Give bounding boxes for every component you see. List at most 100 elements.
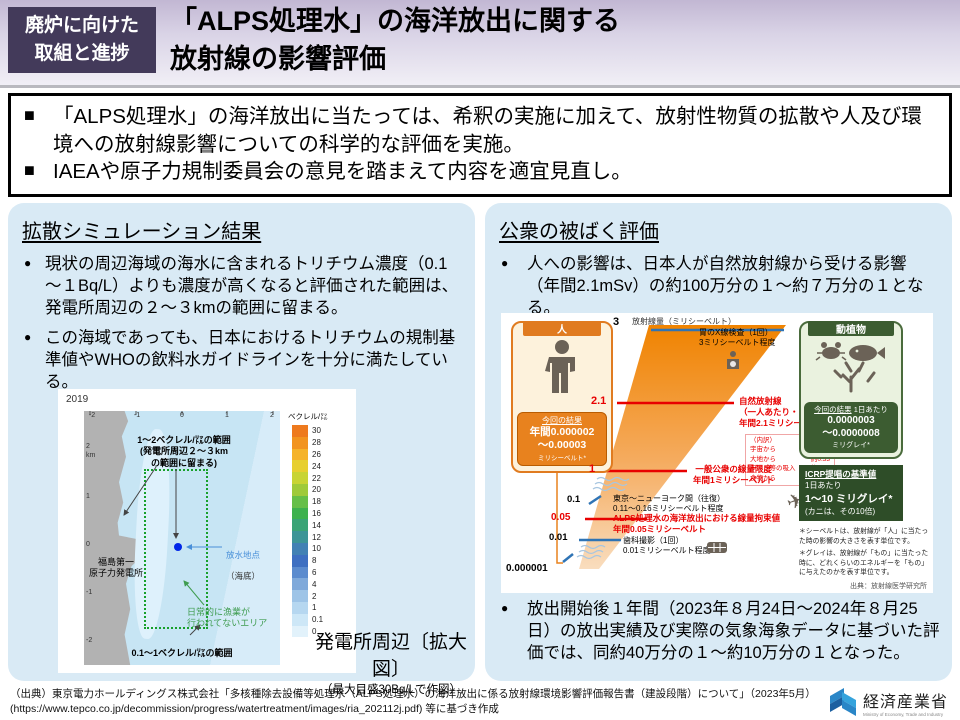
colorbar-swatch [292, 542, 308, 555]
meti-logo-text: 経済産業省 Ministry of Economy, Trade and Ind… [863, 688, 948, 717]
right-bullet-2: ● 放出開始後１年間（2023年８月24日～2024年８月25日）の放出実績及び… [499, 599, 942, 664]
tokyo-ny-label: 東京～ニューヨーク間（往復） 0.11～0.16ミリシーベルト程度 [613, 494, 725, 514]
colorbar-swatch [292, 425, 308, 437]
natural-radiation-label: 自然放射線 （一人あたり・日本平均） 年間2.1ミリシーベルト [739, 396, 842, 429]
discharge-point-label: 放水地点 （海底） [226, 539, 260, 592]
summary-bullet-1: ■ 「ALPS処理水」の海洋放出に当たっては、希釈の実施に加えて、放射性物質の拡… [23, 103, 937, 158]
discharge-point-label-main: 放水地点 [226, 549, 261, 560]
left-bullet-2-text: この海域であっても、日本におけるトリチウムの規制基準値やWHOの飲料水ガイドライ… [45, 329, 456, 391]
summary-bullet-1-text: 「ALPS処理水」の海洋放出に当たっては、希釈の実施に加えて、放射性物質の拡散や… [53, 105, 922, 156]
animal-result-box: 今回の結果 1日あたり 0.0000003 ～0.0000008 ミリグレイ* [804, 402, 898, 454]
map-x-tick: 2 [270, 412, 274, 420]
map-x-tick: -2 [88, 412, 96, 420]
meti-name-en: Ministry of Economy, Trade and Industry [862, 711, 944, 717]
animal-dose-card: 動植物 今回の結果 1日あたり 0.0000003 ～0.0000008 ミリグ… [799, 321, 903, 460]
right-bullet-2-text: 放出開始後１年間（2023年８月24日～2024年８月25日）の放出実績及び実際… [527, 600, 940, 662]
colorbar-step: 10 [292, 542, 323, 555]
breakdown-label: ラドン等の吸入 [750, 465, 796, 473]
human-result-unit: ミリシーベルト* [537, 455, 587, 463]
dose-comparison-diagram: 3 放射線量（ミリシーベルト） 人 今回の結果 年間0.000002 ～0.00… [501, 313, 933, 594]
colorbar-swatch [292, 448, 308, 461]
meti-logo-icon [829, 688, 856, 717]
public-exposure-panel: 公衆の被ばく評価 ● 人への影響は、日本人が自然放射線から受ける影響（年間2.1… [485, 203, 952, 682]
right-bullet-1: ● 人への影響は、日本人が自然放射線から受ける影響（年間2.1mSv）の約100… [499, 254, 938, 319]
colorbar-value: 24 [312, 461, 321, 471]
map-x-tick: -1 [133, 412, 141, 420]
square-bullet-icon: ■ [24, 160, 35, 181]
colorbar-step: 18 [292, 495, 323, 508]
colorbar-swatch [292, 436, 308, 449]
dose-wedge-graphic [556, 325, 786, 570]
dental-xray-label: 歯科撮影（1回） 0.01ミリシーベルト程度 [623, 536, 711, 556]
map-arrows-overlay [89, 411, 274, 636]
map-x-tick: 1 [225, 412, 229, 420]
icrp-frequency: 1日あたり [805, 481, 842, 491]
tick-0-01: 0.01 [549, 532, 568, 544]
colorbar-swatch [292, 531, 308, 543]
source-line-2: (https://www.tepco.co.jp/decommission/pr… [10, 703, 499, 716]
square-bullet-icon: ■ [24, 105, 35, 125]
breakdown-label: 大地から [750, 455, 776, 463]
discharge-point-label-sub: （海底） [226, 570, 261, 581]
colorbar-step: 26 [292, 448, 323, 461]
summary-bullet-2-text: IAEAや原子力規制委員会の意見を踏まえて内容を適宜見直し。 [53, 160, 632, 184]
colorbar-step: 14 [292, 519, 323, 532]
colorbar-step: 20 [292, 484, 323, 496]
person-icon [545, 340, 575, 394]
colorbar-step: 28 [292, 436, 323, 449]
colorbar-swatch [292, 460, 308, 473]
human-result-box: 今回の結果 年間0.000002 ～0.00003 ミリシーベルト* [517, 411, 607, 467]
right-bullet-1-text: 人への影響は、日本人が自然放射線から受ける影響（年間2.1mSv）の約100万分… [527, 255, 924, 317]
dot-bullet-icon: ● [24, 330, 32, 345]
dot-bullet-icon: ● [501, 256, 509, 271]
breakdown-label: 宇宙から [750, 446, 776, 454]
icrp-standard-box: ICRP提唱の基準値 1日あたり 1～10 ミリグレイ* (カニは、その10倍) [799, 465, 903, 522]
colorbar-value: 30 [312, 426, 321, 436]
map-caption-sub: （最大目盛30Bq/Lで作図） [321, 684, 461, 697]
range-high-label: 1～2ベクレル/㍑の範囲 (発電所周辺２～３km の範囲に留まる) [137, 435, 231, 468]
xray-label: 胃のX線検査（1回） 3ミリシーベルト程度 [699, 328, 776, 348]
human-result-value-1: 年間0.000002 [529, 425, 595, 438]
left-bullet-1: ● 現状の周辺海域の海水に含まれるトリチウム濃度（0.1～１Bq/L）よりも濃度… [22, 254, 461, 319]
page-title: 「ALPS処理水」の海洋放出に関する 放射線の影響評価 [170, 3, 620, 79]
colorbar-unit-label: ベクレル/㍑ [288, 412, 328, 422]
colorbar-value: 6 [312, 567, 317, 577]
human-result-title: 今回の結果 [542, 415, 582, 425]
range-low-label-main: 0.1～1ベクレル/㍑の範囲 [131, 648, 233, 659]
source-citation: （出典）東京電力ホールディングス株式会社「多核種除去設備等処理水（ALPS処理水… [10, 687, 816, 716]
content-columns: 拡散シミュレーション結果 ● 現状の周辺海域の海水に含まれるトリチウム濃度（0.… [8, 203, 952, 696]
colorbar-value: 0 [312, 626, 317, 636]
colorbar-value: 18 [312, 497, 321, 507]
colorbar-swatch [292, 601, 308, 614]
map-caption-main: 発電所周辺〔拡大図〕 [314, 632, 467, 681]
colorbar-step: 12 [292, 531, 323, 543]
summary-bullet-2: ■ IAEAや原子力規制委員会の意見を踏まえて内容を適宜見直し。 [23, 158, 937, 186]
colorbar-step: 2 [292, 590, 323, 602]
public-limit-label: 一般公衆の線量限度 年間1ミリシーベルト [693, 464, 775, 486]
icrp-value: 1～10 ミリグレイ* [805, 493, 893, 506]
fish-crab-coral-icon [815, 342, 885, 393]
human-tab: 人 [523, 321, 601, 337]
meti-logo: 経済産業省 Ministry of Economy, Trade and Ind… [828, 686, 948, 718]
diagram-source: 出典：放射線医学研究所 [850, 583, 927, 591]
right-panel-title: 公衆の被ばく評価 [499, 221, 659, 244]
unit-note: ＊シーベルトは、放射線が「人」に当たった時の影響の大きさを表す単位です。 [799, 528, 929, 545]
scale-axis-label: 放射線量（ミリシーベルト） [632, 317, 736, 327]
colorbar-swatch [292, 590, 308, 602]
animal-result-unit: ミリグレイ* [832, 442, 870, 450]
human-result-value-2: ～0.00003 [537, 438, 587, 451]
slide-footer: （出典）東京電力ホールディングス株式会社「多核種除去設備等処理水（ALPS処理水… [0, 681, 960, 718]
colorbar-value: 4 [312, 579, 317, 589]
no-fishing-area-label: 日常的に漁業が 行われてないエリア [187, 607, 268, 629]
colorbar-step: 24 [292, 460, 323, 473]
icrp-note: (カニは、その10倍) [805, 507, 876, 517]
colorbar-step: 1 [292, 601, 323, 614]
tick-2-1: 2.1 [591, 395, 607, 408]
breakdown-label: 食物から [750, 474, 776, 482]
icrp-title: ICRP提唱の基準値 [805, 469, 877, 480]
xray-person-icon [727, 351, 739, 370]
unit-note: ＊グレイは、放射線が「もの」に当たった時に、どれくらいのエネルギーを「もの」に与… [799, 550, 929, 577]
left-bullet-2: ● この海域であっても、日本におけるトリチウムの規制基準値やWHOの飲料水ガイド… [22, 328, 461, 393]
map-y-tick: 1 [86, 493, 90, 501]
colorbar-swatch [292, 484, 308, 496]
